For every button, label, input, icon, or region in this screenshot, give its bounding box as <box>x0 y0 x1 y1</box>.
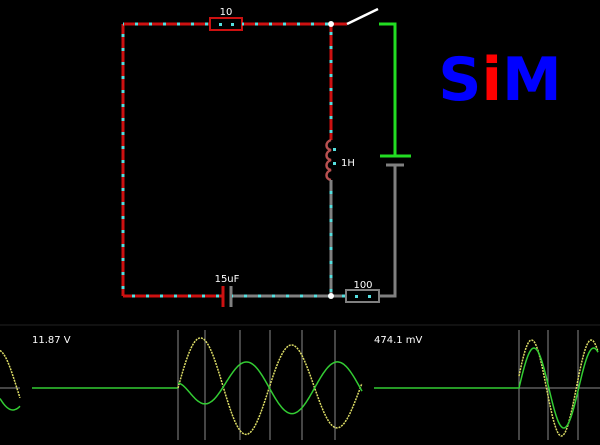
wire-battery-bottom[interactable] <box>380 165 397 298</box>
switch[interactable] <box>346 7 379 26</box>
capacitor-15uf[interactable]: 15uF <box>215 274 240 307</box>
scope-1-trace-current-edge <box>0 398 21 411</box>
sim-logo: SiM <box>438 45 562 115</box>
scope-1-value-label: 11.87 V <box>32 335 71 346</box>
scope-1-trace-current <box>177 361 363 415</box>
resistor-100-label: 100 <box>353 280 372 291</box>
scope-2-value-label: 474.1 mV <box>374 335 423 346</box>
circuit: 10 <box>121 7 411 307</box>
wire-battery-top[interactable] <box>379 22 397 156</box>
scope-2-trace-current <box>518 347 599 429</box>
battery[interactable] <box>380 154 411 167</box>
logo-letter-i: i <box>481 45 502 115</box>
inductor-1h[interactable]: 1H <box>325 138 355 182</box>
logo-letter-m: M <box>502 45 562 115</box>
logo-letter-s: S <box>438 45 481 115</box>
capacitor-label: 15uF <box>215 274 240 285</box>
scope-1-trace-voltage <box>177 337 363 436</box>
resistor-10-label: 10 <box>220 7 233 18</box>
scope-1[interactable]: 11.87 V <box>0 330 363 440</box>
node-bottom-junction[interactable] <box>328 293 334 299</box>
scope-2-trace-voltage <box>518 339 599 437</box>
scope-1-trace-voltage-edge <box>0 349 21 399</box>
resistor-10[interactable]: 10 <box>209 7 243 31</box>
node-top-junction[interactable] <box>328 21 334 27</box>
inductor-label: 1H <box>341 158 355 169</box>
resistor-100[interactable]: 100 <box>345 280 380 303</box>
scope-2[interactable]: 474.1 mV <box>374 330 600 440</box>
